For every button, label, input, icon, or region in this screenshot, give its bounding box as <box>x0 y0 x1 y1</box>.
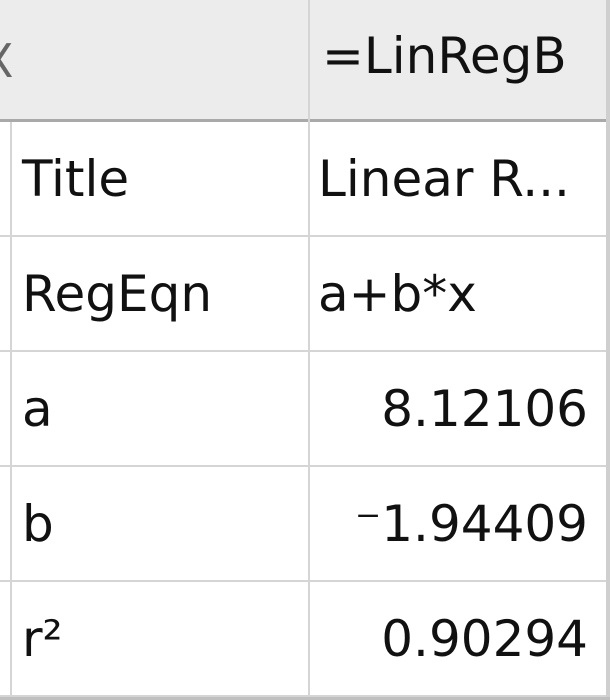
cell-label[interactable]: Title <box>22 150 130 208</box>
table-row-a: a 8.12106 <box>0 352 610 467</box>
cell-label[interactable]: RegEqn <box>22 265 213 323</box>
column-formula: =LinRegB <box>322 27 567 85</box>
column-header-a[interactable]: X <box>0 0 308 119</box>
table-row-regeqn: RegEqn a+b*x <box>0 237 610 352</box>
column-header-row: X =LinRegB <box>0 0 610 122</box>
table-row-title: Title Linear R... <box>0 122 610 237</box>
column-header-clipped-text: X <box>0 38 14 84</box>
grid-bottom-edge <box>0 697 610 700</box>
cell-value[interactable]: ⁻1.94409 <box>354 495 588 553</box>
table-row-r-squared: r² 0.90294 <box>0 582 610 697</box>
cell-label[interactable]: r² <box>22 610 63 668</box>
cell-value[interactable]: 8.12106 <box>381 380 588 438</box>
cell-value[interactable]: Linear R... <box>318 150 570 208</box>
cell-label[interactable]: a <box>22 380 53 438</box>
cell-label[interactable]: b <box>22 495 54 553</box>
grid-line-left <box>10 122 12 700</box>
grid-line-right <box>606 0 610 700</box>
table-row-b: b ⁻1.94409 <box>0 467 610 582</box>
column-header-formula-cell[interactable]: =LinRegB <box>308 0 610 119</box>
cell-value[interactable]: 0.90294 <box>381 610 588 668</box>
grid-line-middle <box>308 0 310 700</box>
cell-value[interactable]: a+b*x <box>318 265 477 323</box>
